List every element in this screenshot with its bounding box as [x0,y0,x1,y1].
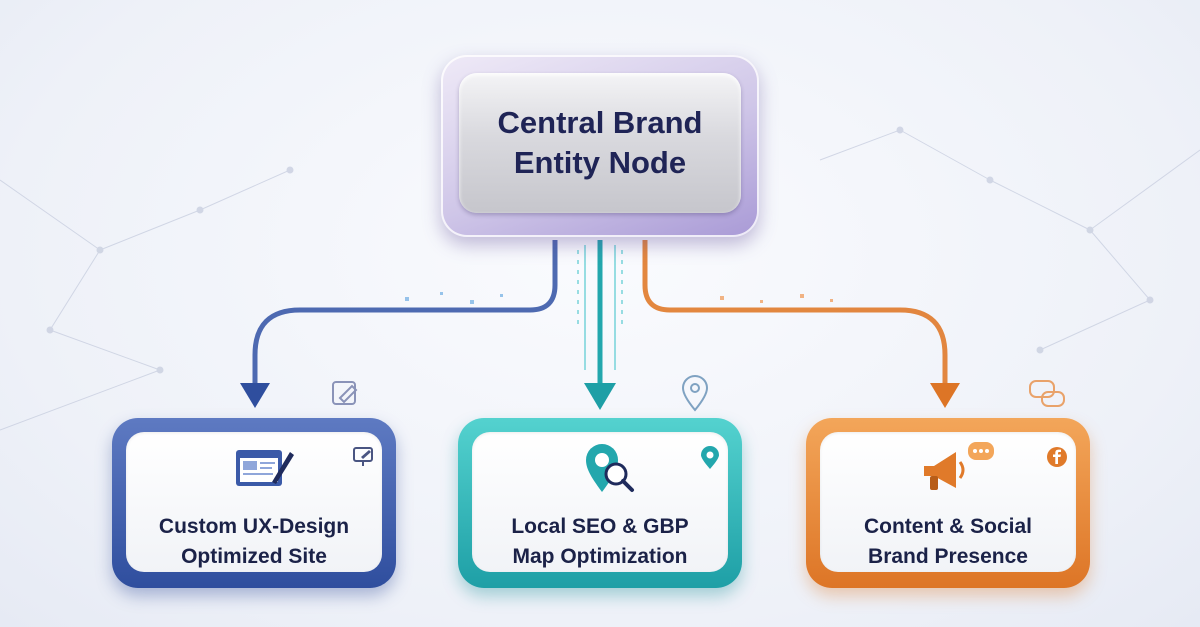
chat-bubbles-icon [1029,380,1065,407]
connector-left [252,240,558,385]
card-content-social-label: Content & Social Brand Presence [863,515,1032,568]
card-ux-design: Custom UX-Design Optimized Site [112,418,396,588]
connector-right [642,240,948,385]
central-node-title: Central Brand Entity Node [497,105,703,180]
map-search-icon [586,444,634,492]
card-ux-design-label: Custom UX-Design Optimized Site [158,515,350,568]
megaphone-icon [924,442,994,490]
card-local-seo: Local SEO & GBP Map Optimization [458,418,742,588]
monitor-edit-icon [353,447,373,466]
card-ux-design-face: Custom UX-Design Optimized Site [126,432,382,572]
card-content-social-face: Content & Social Brand Presence [820,432,1076,572]
central-node: Central Brand Entity Node [441,55,759,237]
map-pin-icon [701,446,719,469]
arrow-right-icon [930,383,960,408]
location-pin-icon [681,375,709,412]
card-local-seo-label: Local SEO & GBP Map Optimization [511,515,689,568]
background-network [0,126,1200,431]
facebook-icon [1047,447,1067,467]
arrow-center-icon [584,383,616,410]
card-content-social: Content & Social Brand Presence [806,418,1090,588]
central-node-face: Central Brand Entity Node [459,73,741,213]
web-design-icon [236,450,294,486]
arrow-left-icon [240,383,270,408]
edit-icon [332,381,358,405]
card-local-seo-face: Local SEO & GBP Map Optimization [472,432,728,572]
